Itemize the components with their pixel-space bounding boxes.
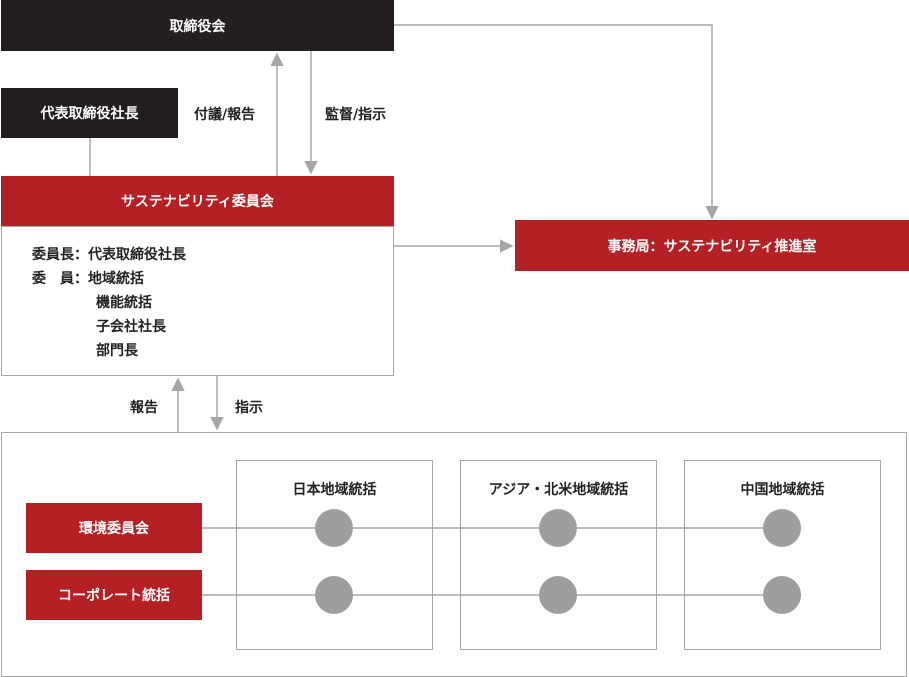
region-title: 中国地域統括 <box>740 482 825 498</box>
region-box-asia-na: アジア・北米地域統括 <box>460 460 657 650</box>
board-box: 取締役会 <box>1 0 394 51</box>
committee-members-box: 委員長：代表取締役社長 委 員：地域統括 機能統括 子会社社長 部門長 <box>1 226 394 376</box>
committee-title-box: サステナビリティ委員会 <box>1 176 394 226</box>
secretariat-label: 事務局：サステナビリティ推進室 <box>607 238 817 255</box>
member-item: 機能統括 <box>96 295 152 311</box>
region-box-china: 中国地域統括 <box>684 460 881 650</box>
row-label: コーポレート統括 <box>58 588 170 604</box>
row-label: 環境委員会 <box>79 521 149 537</box>
supervision-label: 監督/指示 <box>325 107 387 123</box>
region-title: 日本地域統括 <box>292 482 377 498</box>
node-china-environment <box>763 509 801 547</box>
chair-value: 代表取締役社長 <box>88 247 186 263</box>
president-label: 代表取締役社長 <box>40 106 139 122</box>
board-label: 取締役会 <box>169 18 226 35</box>
chair-row: 委員長：代表取締役社長 <box>32 243 186 267</box>
members-label: 委 員： <box>32 271 88 287</box>
member-item: 子会社社長 <box>96 319 166 335</box>
instruction-label: 指示 <box>235 400 263 416</box>
node-asia-environment <box>539 509 577 547</box>
proposal-report-label: 付議/報告 <box>194 107 256 123</box>
committee-members-list: 委員長：代表取締役社長 委 員：地域統括 機能統括 子会社社長 部門長 <box>32 243 186 363</box>
president-box: 代表取締役社長 <box>1 88 178 138</box>
row-environment-committee: 環境委員会 <box>26 503 202 553</box>
secretariat-box: 事務局：サステナビリティ推進室 <box>515 220 909 271</box>
member-item: 地域統括 <box>88 271 144 287</box>
members-row: 委 員：地域統括 <box>32 267 186 291</box>
node-asia-corporate <box>539 576 577 614</box>
report-label: 報告 <box>130 400 158 416</box>
committee-title: サステナビリティ委員会 <box>121 194 274 210</box>
node-japan-corporate <box>315 576 353 614</box>
row-corporate: コーポレート統括 <box>26 570 202 620</box>
node-china-corporate <box>763 576 801 614</box>
chair-label: 委員長： <box>32 247 88 263</box>
region-title: アジア・北米地域統括 <box>488 482 629 498</box>
member-item: 部門長 <box>96 343 138 359</box>
node-japan-environment <box>315 509 353 547</box>
region-box-japan: 日本地域統括 <box>236 460 433 650</box>
